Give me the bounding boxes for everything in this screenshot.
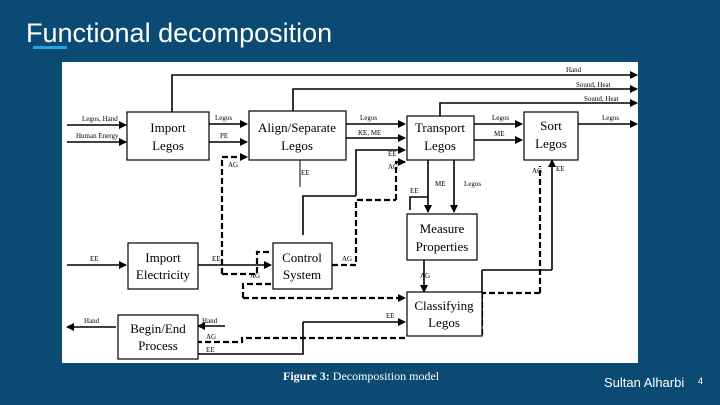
box-label: Process bbox=[138, 338, 178, 353]
flow-label-me-1: ME bbox=[494, 130, 505, 138]
flow-line-ag-control-loop bbox=[241, 282, 271, 298]
flow-label-hand-out: Hand bbox=[84, 317, 100, 325]
box-label: Electricity bbox=[136, 267, 191, 282]
flow-label-me-2: ME bbox=[435, 180, 446, 188]
flow-line-ee-measure bbox=[409, 160, 429, 210]
box-classifying-legos: Classifying Legos bbox=[406, 291, 483, 337]
flow-label-legos-hand-in: Legos, Hand bbox=[82, 115, 118, 123]
figure-caption: Figure 3: Decomposition model bbox=[283, 369, 439, 384]
box-label: Legos bbox=[152, 138, 184, 153]
flow-label-ag-5: AG bbox=[250, 272, 260, 280]
flow-line-ee-distribution bbox=[302, 195, 356, 235]
flow-label-ee-7: EE bbox=[206, 346, 215, 354]
flow-label-ag-3: AG bbox=[532, 167, 542, 175]
page-number: 4 bbox=[698, 376, 704, 386]
flow-line-ag-control-out bbox=[332, 198, 396, 267]
flow-line-ag-begin bbox=[198, 336, 405, 344]
flow-label-ee-1: EE bbox=[301, 169, 310, 177]
flow-label-legos-1: Legos bbox=[215, 114, 232, 122]
box-import-electricity: Import Electricity bbox=[127, 242, 199, 290]
author-name: Sultan Alharbi bbox=[604, 375, 685, 390]
box-label: Measure bbox=[420, 221, 465, 236]
box-label: Align/Separate bbox=[258, 120, 336, 135]
box-label: Begin/End bbox=[130, 321, 186, 336]
flow-label-ag-4: AG bbox=[342, 255, 352, 263]
title-accent-bar bbox=[33, 46, 67, 49]
flow-line-hand-top bbox=[171, 71, 638, 115]
box-label: Sort bbox=[540, 118, 562, 133]
flow-line-ag-align bbox=[220, 153, 248, 274]
decomposition-diagram: Hand Sound, Heat Sound, Heat Legos, Hand… bbox=[66, 66, 638, 360]
box-transport-legos: Transport Legos bbox=[406, 115, 475, 161]
flow-label-legos-4: Legos bbox=[464, 180, 481, 188]
flow-label-sound-heat-2: Sound, Heat bbox=[584, 95, 619, 103]
box-align-separate-legos: Align/Separate Legos bbox=[248, 110, 347, 161]
flow-label-pe: PE bbox=[220, 132, 228, 140]
box-label: Import bbox=[145, 250, 181, 265]
flow-label-legos-3: Legos bbox=[492, 114, 509, 122]
decomposition-figure: Hand Sound, Heat Sound, Heat Legos, Hand… bbox=[62, 62, 638, 363]
flow-label-ee-5: EE bbox=[212, 255, 221, 263]
box-label: Classifying bbox=[414, 298, 474, 313]
box-label: Control bbox=[282, 250, 322, 265]
flow-label-legos-2: Legos bbox=[360, 114, 377, 122]
flow-label-legos-out: Legos bbox=[602, 114, 619, 122]
flow-line-ag-transport bbox=[394, 158, 406, 200]
flow-label-ee-4: EE bbox=[556, 165, 565, 173]
flow-label-ag-7: AG bbox=[206, 333, 216, 341]
flow-line-ee-transport bbox=[355, 146, 406, 196]
flow-line-sound-heat-1 bbox=[292, 85, 638, 111]
box-sort-legos: Sort Legos bbox=[523, 111, 579, 161]
flow-label-hand-2: Hand bbox=[202, 317, 218, 325]
box-measure-properties: Measure Properties bbox=[406, 213, 478, 261]
box-label: Transport bbox=[415, 120, 465, 135]
box-label: System bbox=[283, 267, 321, 282]
flow-line-sound-heat-2 bbox=[439, 99, 638, 116]
slide-title: Functional decomposition bbox=[26, 18, 333, 48]
caption-text: Decomposition model bbox=[329, 369, 440, 383]
flow-label-ee-6: EE bbox=[386, 312, 395, 320]
flow-label-ag-6: AG bbox=[420, 272, 430, 280]
box-label: Properties bbox=[416, 239, 469, 254]
flow-label-ee-in: EE bbox=[90, 255, 99, 263]
box-label: Legos bbox=[281, 138, 313, 153]
box-label: Legos bbox=[535, 136, 567, 151]
flow-label-sound-heat-1: Sound, Heat bbox=[576, 81, 611, 89]
box-label: Legos bbox=[424, 138, 456, 153]
flow-label-ee-2: EE bbox=[388, 150, 397, 158]
flow-line-ee-begin bbox=[198, 322, 304, 355]
caption-prefix: Figure 3: bbox=[283, 369, 330, 383]
box-import-legos: Import Legos bbox=[126, 111, 210, 161]
flow-label-ke-me: KE, ME bbox=[358, 129, 381, 137]
flow-label-ee-3: EE bbox=[410, 187, 419, 195]
box-control-system: Control System bbox=[272, 242, 333, 290]
flow-label-human-energy-in: Human Energy bbox=[76, 132, 119, 140]
box-begin-end-process: Begin/End Process bbox=[117, 314, 199, 360]
box-label: Legos bbox=[428, 315, 460, 330]
flow-label-ag-1: AG bbox=[228, 161, 238, 169]
box-label: Import bbox=[150, 120, 186, 135]
flow-label-ag-2: AG bbox=[388, 163, 398, 171]
flow-line-ag-control-in bbox=[222, 250, 271, 276]
flow-label-hand-top: Hand bbox=[566, 66, 582, 74]
